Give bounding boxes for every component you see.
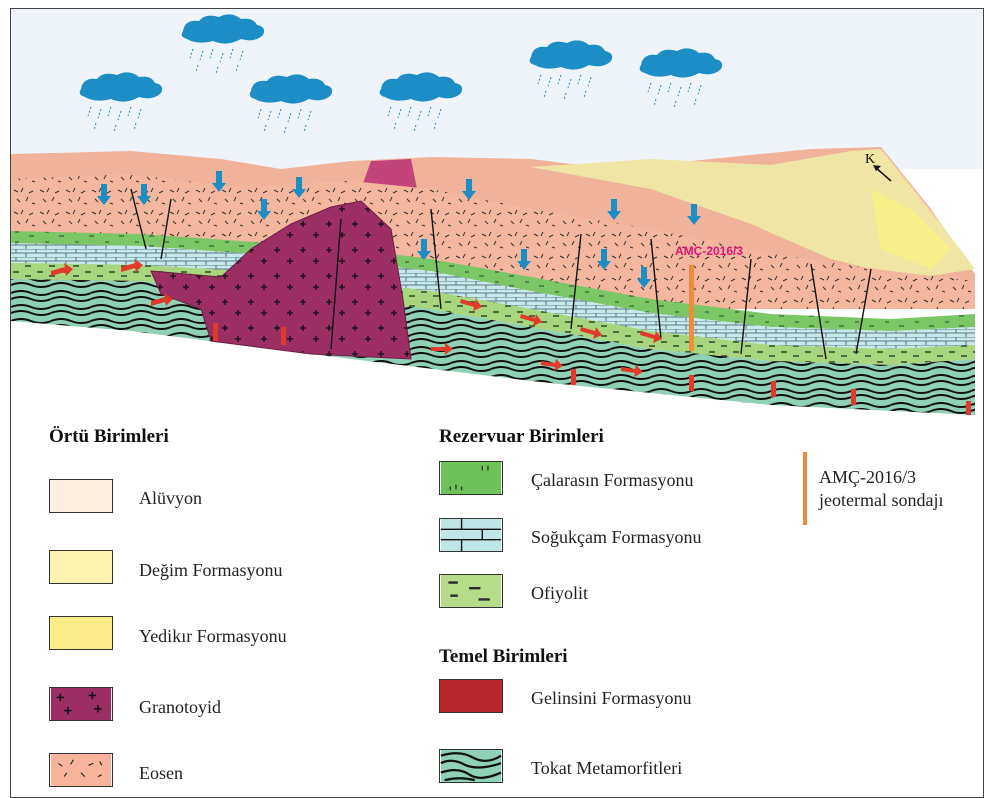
- legend-label-eosen: Eosen: [139, 763, 183, 784]
- legend-heading-ortu: Örtü Birimleri: [49, 426, 169, 448]
- borehole-marker: [689, 265, 694, 351]
- swatch-gelinsini: [439, 679, 503, 713]
- swatch-sogukcam: [439, 518, 503, 552]
- figure-frame: AMÇ-2016/3 K Örtü Birimleri Alüvyon Deği…: [10, 8, 984, 798]
- legend-label-sogukcam: Soğukçam Formasyonu: [531, 527, 702, 548]
- swatch-aluvyon: [49, 479, 113, 513]
- swatch-degim: [49, 550, 113, 584]
- legend-heading-rezervuar: Rezervuar Birimleri: [439, 426, 604, 448]
- swatch-yedikir: [49, 616, 113, 650]
- swatch-calarasin: [439, 461, 503, 495]
- legend-label-gelinsini: Gelinsini Formasyonu: [531, 688, 692, 709]
- legend-label-yedikir: Yedikır Formasyonu: [139, 626, 287, 647]
- swatch-tokat: [439, 749, 503, 783]
- legend-heading-temel: Temel Birimleri: [439, 646, 568, 668]
- north-label: K: [865, 152, 875, 167]
- block-diagram: AMÇ-2016/3 K: [11, 9, 984, 429]
- legend-label-ofiyolit: Ofiyolit: [531, 583, 588, 604]
- swatch-granotoyid: [49, 687, 113, 721]
- swatch-eosen: [49, 753, 113, 787]
- legend-label-degim: Değim Formasyonu: [139, 560, 283, 581]
- legend-borehole-line1: AMÇ-2016/3: [819, 467, 916, 488]
- swatch-ofiyolit: [439, 574, 503, 608]
- legend-label-granotoyid: Granotoyid: [139, 697, 221, 718]
- legend-label-tokat: Tokat Metamorfitleri: [531, 758, 682, 779]
- legend-borehole-line: [803, 452, 807, 525]
- legend-borehole-line2: jeotermal sondajı: [819, 490, 943, 511]
- legend-label-aluvyon: Alüvyon: [139, 488, 202, 509]
- borehole-label: AMÇ-2016/3: [675, 244, 743, 258]
- legend-label-calarasin: Çalarasın Formasyonu: [531, 470, 693, 491]
